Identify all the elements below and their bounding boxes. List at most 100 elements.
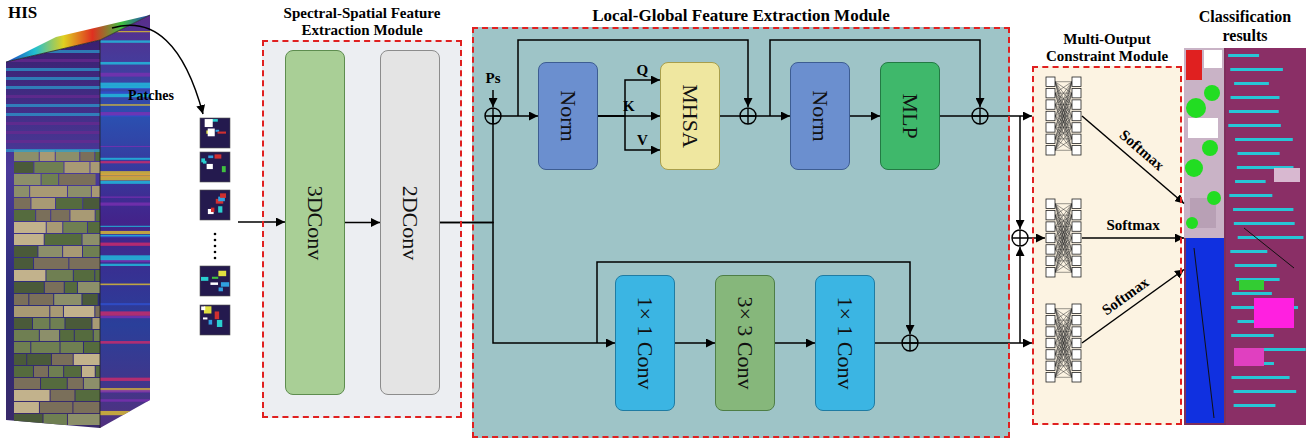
spectral-band	[100, 341, 150, 344]
connector	[1082, 116, 1184, 204]
spectral-band	[100, 226, 150, 227]
fc-link	[1055, 309, 1072, 366]
fc-unit	[1072, 350, 1081, 359]
connector	[775, 342, 815, 344]
fc-link	[1055, 204, 1072, 273]
field-stripe	[1232, 292, 1272, 295]
fc-unit	[1046, 268, 1055, 277]
patch-pixel	[221, 282, 229, 286]
field-stripe	[1234, 404, 1276, 407]
aerial-patch	[31, 198, 55, 209]
fc-link	[1055, 332, 1072, 378]
port-arrow	[492, 90, 494, 107]
fc-unit	[1046, 233, 1055, 242]
fc-unit	[1072, 100, 1081, 109]
connector	[850, 115, 880, 117]
fc-unit	[1072, 245, 1081, 254]
module-title: Classification results	[1182, 8, 1308, 45]
connector	[940, 115, 1032, 117]
connector	[720, 115, 790, 117]
field-stripe	[1228, 124, 1281, 127]
patch-pixel	[207, 164, 213, 169]
fc-unit	[1046, 245, 1055, 254]
patch-pixel	[203, 317, 207, 319]
aerial-patch	[14, 186, 29, 197]
spectral-band	[100, 196, 150, 197]
module-frame: NormMHSANormMLP1× 1 Conv3× 3 Conv1× 1 Co…	[472, 27, 1010, 438]
patch-pixel	[218, 206, 222, 212]
fc-unit	[1072, 146, 1081, 155]
patch-pixel	[201, 306, 205, 310]
fc-unit	[1072, 268, 1081, 277]
patch-thumbnail	[200, 152, 230, 182]
fc-link	[1055, 93, 1072, 150]
field-stripe	[1231, 376, 1289, 379]
aerial-patch	[88, 222, 101, 233]
module-frame: 3DConv2DConvSpectral-Spatial Feature Ext…	[262, 40, 462, 418]
merge-line	[1028, 237, 1045, 239]
spectral-band	[6, 131, 100, 134]
aerial-patch	[60, 330, 74, 341]
box-label: 3× 3 Conv	[734, 296, 756, 389]
fc-unit	[1046, 350, 1055, 359]
field-stripe	[1231, 334, 1274, 337]
map-region	[1234, 348, 1264, 366]
patch-thumbnail	[200, 266, 230, 296]
aerial-patch	[36, 210, 50, 221]
spectral-band	[100, 40, 150, 42]
fc-link	[1055, 377, 1072, 378]
aerial-patch	[64, 366, 81, 377]
aerial-patch	[68, 186, 91, 197]
fc-link	[1055, 309, 1072, 355]
patch-pixel	[215, 311, 219, 319]
patch-pixel	[201, 277, 208, 281]
map-region	[1186, 238, 1224, 423]
conv-box: 3× 3 Conv	[715, 275, 775, 411]
module-fill	[1032, 66, 1182, 425]
fc-unit	[1072, 134, 1081, 143]
patch-square	[200, 266, 230, 296]
edge-label: Q	[637, 62, 649, 79]
aerial-patch	[45, 234, 82, 245]
tree-blob	[1207, 191, 1221, 205]
aerial-patch	[51, 390, 75, 401]
map-region	[1226, 48, 1306, 425]
aerial-patch	[14, 366, 33, 377]
fc-link	[1055, 249, 1072, 272]
fc-link	[1055, 215, 1072, 272]
map-region	[1204, 50, 1222, 68]
connector	[345, 222, 380, 224]
map-region	[1274, 168, 1300, 182]
field-stripe	[1235, 264, 1277, 267]
aerial-patch	[56, 198, 82, 209]
connector	[1082, 237, 1184, 239]
attention-box: MHSA	[660, 62, 720, 170]
patch-pixel	[205, 119, 213, 127]
map-region	[1184, 48, 1306, 425]
spectral-band	[100, 303, 150, 305]
aerial-patch	[61, 342, 83, 353]
spectral-band	[6, 77, 100, 80]
fc-unit	[1072, 327, 1081, 336]
patch-pixel	[208, 129, 215, 137]
patch-square	[200, 305, 230, 335]
fc-link	[1055, 82, 1072, 139]
spectral-band	[100, 411, 150, 415]
patch-pixel	[219, 287, 223, 291]
patch-square	[200, 190, 230, 220]
fc-link	[1055, 82, 1072, 139]
fc-unit	[1072, 111, 1081, 120]
fc-link	[1055, 309, 1072, 355]
spectral-band	[6, 149, 100, 152]
aerial-patch	[73, 402, 99, 413]
fc-unit	[1072, 77, 1081, 86]
aerial-patch	[68, 378, 83, 389]
aerial-patch	[34, 366, 48, 377]
aerial-patch	[14, 210, 35, 221]
aerial-patch	[47, 222, 63, 233]
aerial-patch	[14, 282, 44, 293]
ellipsis-dot	[214, 245, 217, 248]
merge-line	[1019, 116, 1021, 229]
field-stripe	[1237, 152, 1279, 155]
